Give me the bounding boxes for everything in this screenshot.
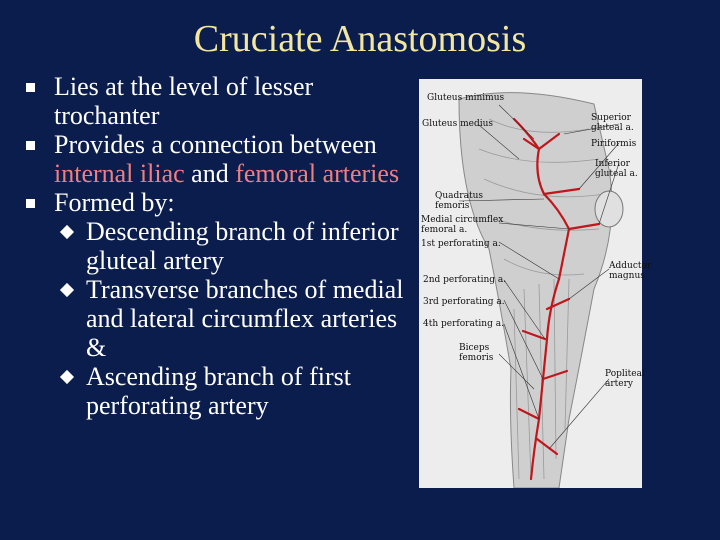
- figure-label: 4th perforating a.: [423, 319, 504, 329]
- bullet-text: Lies at the level of lesser trochanter: [54, 72, 314, 130]
- figure-label: Quadratus femoris: [435, 191, 484, 211]
- square-bullet-icon: [26, 83, 35, 92]
- bullet-item: Formed by:: [24, 188, 419, 217]
- diamond-bullet-icon: [59, 224, 75, 240]
- figure-label: Adductor magnus: [609, 261, 652, 281]
- figure-label: Medial circumflex femoral a.: [421, 215, 504, 235]
- posterior-thigh-drawing: [458, 92, 624, 488]
- bullet-list: Lies at the level of lesser trochanter P…: [24, 72, 419, 420]
- figure-label: Gluteus minimus: [427, 93, 505, 103]
- square-bullet-icon: [26, 141, 35, 150]
- figure-label: Piriformis: [591, 139, 637, 149]
- figure-label: 2nd perforating a.: [423, 275, 507, 285]
- sub-bullet-item: Ascending branch of first perforating ar…: [24, 362, 419, 420]
- figure-label: 1st perforating a.: [421, 239, 501, 249]
- slide-title: Cruciate Anastomosis: [193, 18, 527, 60]
- bullet-item: Provides a connection between internal i…: [24, 130, 419, 188]
- square-bullet-icon: [26, 199, 35, 208]
- figure-label: Inferior gluteal a.: [595, 159, 638, 179]
- figure-label: 3rd perforating a.: [423, 297, 505, 307]
- sub-bullet-text: Transverse branches of medial and latera…: [86, 275, 404, 362]
- bullet-item: Lies at the level of lesser trochanter: [24, 72, 419, 130]
- highlight-text: femoral arteries: [235, 159, 400, 188]
- sub-bullet-item: Transverse branches of medial and latera…: [24, 275, 419, 362]
- diamond-bullet-icon: [59, 282, 75, 298]
- bullet-text: Formed by:: [54, 188, 175, 217]
- figure-label: Gluteus medius: [422, 119, 493, 129]
- sub-bullet-text: Ascending branch of first perforating ar…: [86, 362, 351, 420]
- sub-bullet-text: Descending branch of inferior gluteal ar…: [86, 217, 399, 275]
- anatomy-illustration: Gluteus minimus Gluteus medius Superior …: [419, 79, 652, 488]
- figure-label: Superior gluteal a.: [591, 113, 634, 133]
- sub-bullet-item: Descending branch of inferior gluteal ar…: [24, 217, 419, 275]
- bullet-text: Provides a connection between: [54, 130, 377, 159]
- figure-label: Popliteal artery: [605, 369, 645, 389]
- bullet-text: and: [184, 159, 236, 188]
- figure-label: Biceps femoris: [459, 343, 494, 363]
- highlight-text: internal iliac: [54, 159, 185, 188]
- diamond-bullet-icon: [59, 369, 75, 385]
